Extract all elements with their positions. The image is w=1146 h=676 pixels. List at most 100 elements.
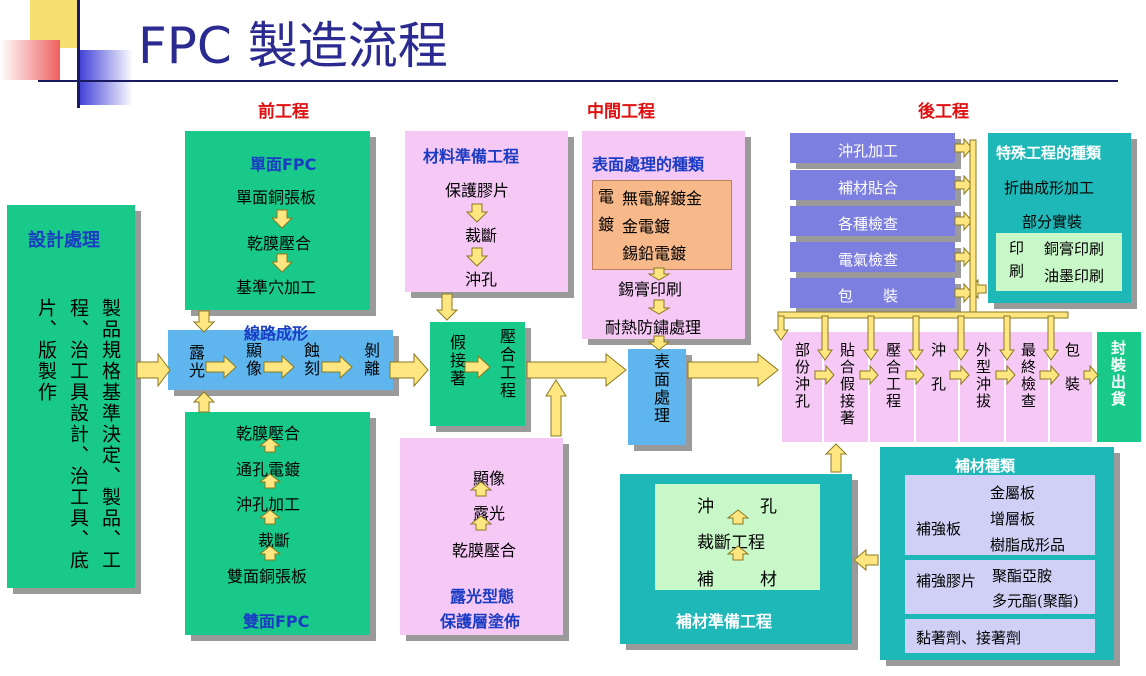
back-step-5: 外型沖拔 [974, 342, 992, 410]
back-step-6: 最終檢查 [1019, 342, 1037, 410]
arrow-d3 [258, 509, 282, 525]
double-step-2: 通孔電鍍 [236, 460, 301, 479]
circuit-step-3: 蝕刻 [301, 342, 320, 378]
rtypes-title: 補材種類 [955, 457, 1016, 475]
side-bar-2 [790, 170, 955, 200]
rtypes-film-label: 補強膠片 [916, 572, 977, 590]
logo-line-h [38, 80, 1118, 82]
rtypes-plate-box [905, 475, 1095, 555]
arrow-surface-back [687, 352, 779, 388]
arrow-b7 [1083, 364, 1099, 386]
arrow-b4 [949, 364, 970, 386]
arrow-s2 [270, 253, 294, 273]
plating-label: 電鍍 [595, 188, 614, 244]
rtypes-film-2: 多元酯(聚酯) [992, 592, 1079, 610]
double-fpc-box [185, 412, 370, 635]
back-box-5 [960, 332, 1006, 442]
surface-box-label: 表面處理 [651, 353, 670, 425]
arrow-s1 [270, 209, 294, 229]
print-box [996, 233, 1122, 291]
double-fpc-title: 雙面FPC [243, 612, 310, 631]
arrow-b3 [905, 364, 925, 386]
arrow-e1 [469, 515, 493, 531]
back-box-6 [1006, 332, 1050, 442]
rprep-top-left: 沖 [697, 497, 714, 517]
rprep-bot-right: 材 [760, 570, 777, 590]
rtypes-plate-label: 補強板 [916, 520, 962, 538]
bus-down-4 [908, 315, 924, 361]
surface-step-2: 耐熱防鏽處理 [605, 318, 702, 337]
logo-line-v [77, 0, 80, 108]
back-process-strip [782, 332, 1092, 442]
arrow-lam-surface [526, 352, 627, 388]
special-title: 特殊工程的種類 [996, 144, 1102, 162]
print-item-2: 油墨印刷 [1044, 267, 1105, 285]
double-step-4: 裁斷 [258, 531, 291, 550]
arrow-c1 [205, 354, 237, 380]
back-step-7: 包 裝 [1063, 342, 1081, 393]
material-step-2: 裁斷 [465, 226, 498, 245]
arrow-side5 [954, 282, 973, 304]
arrow-e2 [469, 481, 493, 497]
rtypes-plate-2: 增層板 [990, 510, 1036, 528]
special-item-1: 折曲成形加工 [1004, 179, 1095, 197]
circuit-title: 線路成形 [244, 324, 309, 343]
arrow-surf1 [647, 267, 671, 281]
arrow-rprep-up [824, 443, 848, 473]
surface-step-1: 錫膏印刷 [618, 280, 683, 299]
arrow-m1 [465, 203, 489, 223]
arrow-circuit-lam [389, 352, 429, 388]
bus-down-6 [999, 315, 1015, 361]
exposure-box [400, 438, 563, 635]
arrow-side4 [954, 246, 973, 268]
bus-down-5 [953, 315, 969, 361]
bus-down-3 [863, 315, 879, 361]
bus-down-7 [1043, 315, 1059, 361]
arrow-lam-inner [464, 354, 491, 380]
rprep-top-right: 孔 [760, 497, 777, 517]
arrow-single-circuit [192, 310, 216, 333]
design-body: 製品規格基準決定、製品、工程、治工具設計、治工具、底片、版製作 [35, 298, 121, 571]
plating-item-1: 無電解鍍金 [622, 189, 703, 208]
plating-item-3: 錫鉛電鍍 [622, 244, 687, 263]
back-box-3 [870, 332, 916, 442]
side-bar-4 [790, 242, 955, 272]
arrow-c2 [263, 354, 295, 380]
rtypes-film-box [905, 560, 1095, 614]
exposure-title-1: 露光型態 [450, 587, 515, 606]
stage-middle: 中間工程 [587, 102, 655, 122]
circuit-step-2: 顯像 [243, 342, 262, 378]
rprep-bot-left: 補 [697, 570, 714, 590]
material-title: 材料準備工程 [423, 147, 520, 166]
rprep-mid: 裁斷工程 [697, 533, 765, 553]
exposure-step-3: 乾膜壓合 [452, 541, 517, 560]
back-step-1: 部份沖孔 [793, 342, 811, 410]
circuit-box [168, 330, 393, 390]
arrow-m2 [465, 247, 489, 267]
plating-item-2: 金電鍍 [622, 217, 671, 236]
circuit-step-1: 露光 [186, 344, 205, 380]
special-item-2: 部分實裝 [1022, 213, 1083, 231]
side-label-1: 沖孔加工 [838, 142, 899, 160]
side-bar-3 [790, 206, 955, 236]
page-title: FPC 製造流程 [138, 17, 448, 75]
single-step-3: 基準穴加工 [236, 278, 317, 297]
material-step-3: 沖孔 [465, 270, 498, 289]
back-box-4 [916, 332, 960, 442]
print-label: 印刷 [1007, 240, 1025, 286]
circuit-step-4: 剝離 [361, 342, 380, 378]
rtypes-glue: 黏著劑、接著劑 [916, 629, 1022, 647]
surface-box [628, 349, 686, 445]
back-step-2: 貼合假接著 [838, 342, 856, 427]
arrow-surf2 [647, 299, 671, 315]
stage-back: 後工程 [918, 102, 969, 122]
ship-box [1097, 332, 1141, 442]
arrow-side2 [954, 174, 973, 196]
stage-front: 前工程 [258, 102, 309, 122]
single-fpc-title: 單面FPC [250, 155, 317, 174]
arrow-design-circuit [136, 352, 171, 388]
logo-square-blue [78, 50, 133, 105]
lamination-right: 壓合工程 [497, 328, 516, 400]
arrow-b5 [995, 364, 1016, 386]
bus-vertical [969, 139, 977, 317]
